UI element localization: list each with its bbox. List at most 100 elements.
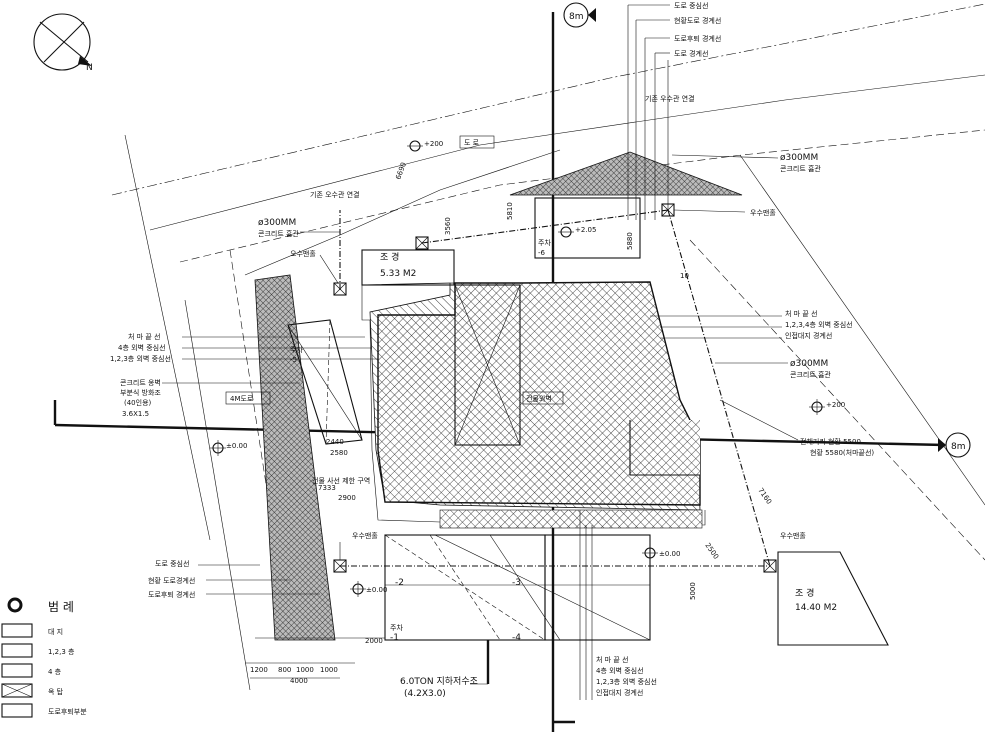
svg-text:1200: 1200 [250, 666, 268, 674]
svg-text:800: 800 [278, 666, 291, 674]
svg-text:콘크리트 흄관: 콘크리트 흄관 [790, 370, 831, 379]
svg-text:5.33 M2: 5.33 M2 [380, 269, 416, 279]
svg-text:5810: 5810 [506, 202, 514, 220]
legend-marker-icon [7, 597, 23, 613]
manhole-icon [415, 236, 429, 250]
svg-text:인접대지 경계선: 인접대지 경계선 [596, 688, 643, 697]
svg-text:주차: 주차 [290, 345, 303, 354]
svg-text:6690: 6690 [394, 161, 408, 180]
svg-text:-6: -6 [538, 249, 546, 257]
svg-text:-2: -2 [395, 578, 404, 588]
svg-text:±0.00: ±0.00 [226, 442, 247, 450]
svg-text:4M도로: 4M도로 [230, 395, 254, 403]
svg-text:5000: 5000 [689, 582, 697, 600]
svg-text:주차: 주차 [538, 238, 551, 247]
svg-text:10: 10 [680, 272, 689, 280]
svg-text:현황도로 경계선: 현황도로 경계선 [674, 16, 721, 25]
elevation-marker-icon [350, 581, 366, 597]
svg-text:도로 경계선: 도로 경계선 [674, 49, 708, 58]
svg-text:ø300MM: ø300MM [780, 153, 818, 163]
road-marker-right: 8m [938, 432, 971, 458]
manhole-icon [763, 559, 777, 573]
svg-text:ø300MM: ø300MM [790, 359, 828, 369]
svg-text:2440: 2440 [326, 438, 344, 446]
svg-text:조 경: 조 경 [380, 251, 399, 263]
landscape-top [361, 249, 455, 286]
svg-text:처 마 끝 선: 처 마 끝 선 [596, 655, 628, 664]
svg-text:오수맨홀: 오수맨홀 [290, 249, 316, 258]
north-label: N [86, 63, 93, 73]
svg-text:처 마 끝 선: 처 마 끝 선 [785, 309, 817, 318]
svg-text:+200: +200 [826, 401, 845, 409]
svg-text:1,2,3 층: 1,2,3 층 [48, 647, 75, 656]
svg-text:콘크리트 흄관: 콘크리트 흄관 [780, 164, 821, 173]
rooftop-structure [454, 284, 521, 446]
parking-lower: -2 -3 -4 주차 -1 [384, 534, 651, 643]
drain-pipes [339, 60, 771, 567]
svg-text:조 경: 조 경 [795, 587, 814, 599]
svg-text:현황 5580(처마끝선): 현황 5580(처마끝선) [810, 448, 874, 457]
svg-text:7333: 7333 [318, 484, 336, 492]
svg-text:-3: -3 [512, 578, 521, 588]
svg-text:건물 사선 제한 구역: 건물 사선 제한 구역 [312, 476, 370, 485]
svg-text:콘크리트 옹벽: 콘크리트 옹벽 [120, 378, 161, 387]
landscape-bottom-right [777, 551, 889, 646]
svg-text:5880: 5880 [626, 232, 634, 250]
svg-text:도로 중심선: 도로 중심선 [674, 1, 708, 10]
svg-text:기존 우수관 연결: 기존 우수관 연결 [645, 94, 695, 103]
svg-text:-4: -4 [512, 633, 521, 643]
svg-text:1000: 1000 [296, 666, 314, 674]
legend-title: 범 례 [48, 600, 74, 614]
svg-text:콘크리트 흄관: 콘크리트 흄관 [258, 229, 299, 238]
svg-text:대 지: 대 지 [48, 627, 63, 636]
svg-text:4000: 4000 [290, 677, 308, 685]
svg-text:1,2,3층 외벽 중심선: 1,2,3층 외벽 중심선 [596, 677, 657, 686]
svg-text:14.40 M2: 14.40 M2 [795, 603, 837, 613]
svg-text:부분식 방화조: 부분식 방화조 [120, 388, 161, 397]
elevation-marker-icon [210, 440, 226, 456]
svg-text:6.0TON 지하저수조: 6.0TON 지하저수조 [400, 676, 478, 687]
svg-text:주차: 주차 [390, 623, 403, 632]
svg-text:2500: 2500 [703, 542, 720, 561]
svg-text:도로 중심선: 도로 중심선 [155, 559, 189, 568]
north-arrow-icon: N [33, 13, 93, 73]
svg-text:ø300MM: ø300MM [258, 218, 296, 228]
svg-text:2000: 2000 [365, 637, 383, 645]
svg-text:2580: 2580 [330, 449, 348, 457]
svg-text:4층 외벽 중심선: 4층 외벽 중심선 [118, 343, 166, 352]
svg-text:우수맨홀: 우수맨홀 [352, 531, 378, 540]
elevation-marker-icon [809, 399, 825, 415]
elevation-marker-icon [558, 226, 574, 238]
svg-text:도로후퇴 경계선: 도로후퇴 경계선 [148, 590, 195, 599]
svg-text:처 마 끝 선: 처 마 끝 선 [128, 332, 160, 341]
svg-text:8m: 8m [569, 12, 584, 22]
svg-text:+2.05: +2.05 [575, 226, 596, 234]
svg-text:전체거리 현황 5500: 전체거리 현황 5500 [800, 437, 861, 446]
svg-text:인접대지 경계선: 인접대지 경계선 [785, 331, 832, 340]
svg-text:건물외벽: 건물외벽 [526, 394, 552, 403]
svg-text:옥 탑: 옥 탑 [48, 688, 64, 696]
road-setback-hatch-top [509, 151, 743, 196]
svg-text:우수맨홀: 우수맨홀 [780, 531, 806, 540]
manhole-icon [333, 282, 347, 296]
svg-text:(4.2X3.0): (4.2X3.0) [404, 689, 446, 699]
svg-text:±0.00: ±0.00 [366, 586, 387, 594]
svg-text:4층 외벽 중심선: 4층 외벽 중심선 [596, 666, 644, 675]
svg-text:1000: 1000 [320, 666, 338, 674]
svg-text:도로후퇴 경계선: 도로후퇴 경계선 [674, 34, 721, 43]
svg-text:-5: -5 [290, 356, 297, 364]
svg-text:현황 도로경계선: 현황 도로경계선 [148, 576, 195, 585]
svg-text:기존 오수관 연결: 기존 오수관 연결 [310, 190, 360, 199]
elevation-marker-icon [407, 140, 423, 152]
svg-text:-1: -1 [390, 633, 399, 643]
elevation-marker-icon [642, 545, 658, 561]
legend: 범 례 대 지 1,2,3 층 4 층 옥 탑 도로후퇴부분 [1, 597, 87, 718]
svg-text:2900: 2900 [338, 494, 356, 502]
svg-text:(40인용): (40인용) [124, 398, 152, 407]
svg-text:3.6X1.5: 3.6X1.5 [122, 410, 149, 418]
svg-text:8m: 8m [951, 442, 966, 452]
label-road-top: 도 로 [464, 139, 480, 147]
svg-text:4 층: 4 층 [48, 667, 62, 676]
svg-text:+200: +200 [424, 140, 443, 148]
